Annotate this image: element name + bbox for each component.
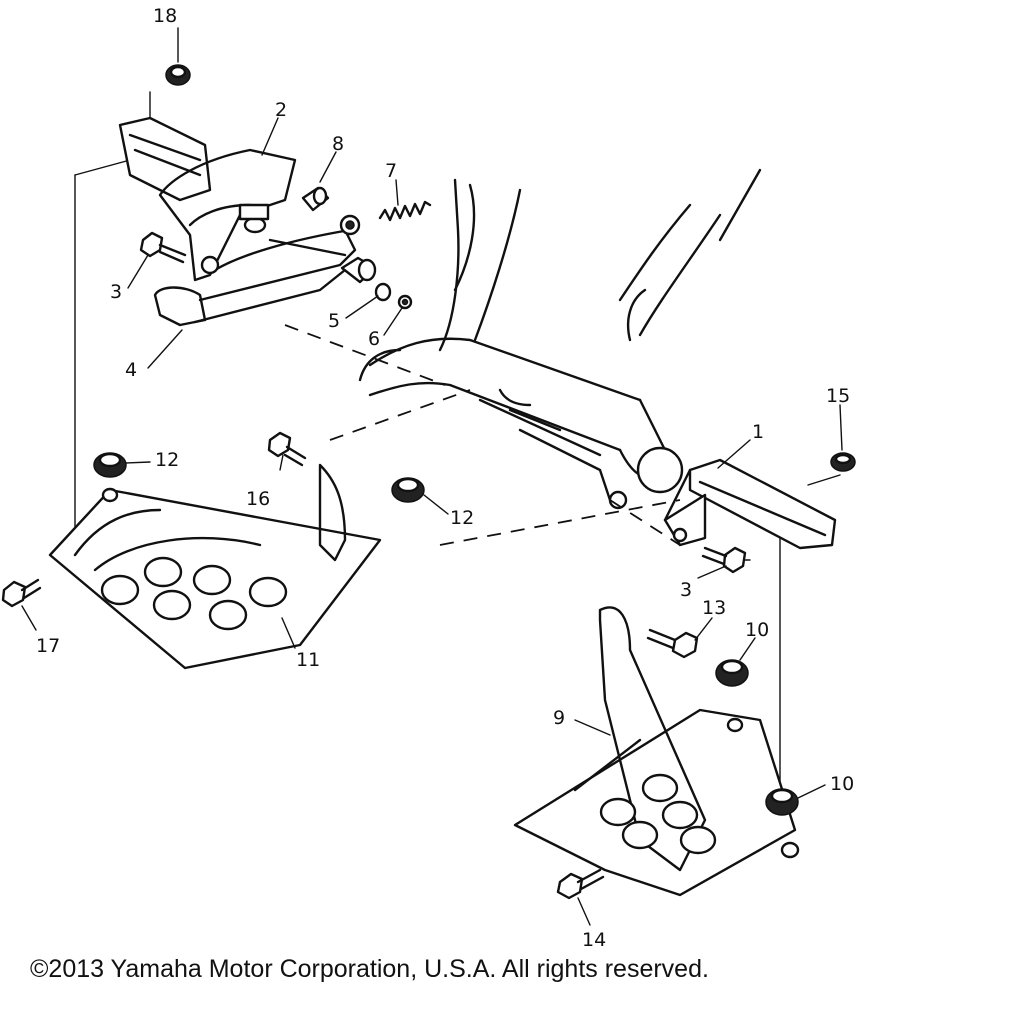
callout-1: 1 (752, 421, 764, 443)
collar-12-center (391, 477, 425, 503)
collar-10-lower (765, 788, 799, 816)
copyright-notice: ©2013 Yamaha Motor Corporation, U.S.A. A… (30, 955, 709, 983)
collar-8 (301, 186, 330, 212)
nut-15 (830, 452, 856, 472)
callout-3-lower: 3 (680, 579, 692, 601)
bolt-3-upper (139, 231, 187, 264)
callout-14: 14 (582, 929, 606, 951)
callout-16: 16 (246, 488, 270, 510)
callout-2: 2 (275, 99, 287, 121)
callout-10-upper: 10 (745, 619, 769, 641)
callout-15: 15 (826, 385, 850, 407)
callout-11: 11 (296, 649, 320, 671)
bolt-16 (267, 431, 307, 467)
callout-9: 9 (553, 707, 565, 729)
bolt-3-lower (701, 546, 747, 574)
bolt-13 (646, 628, 699, 659)
collar-10-upper (715, 659, 749, 687)
left-footrest-bracket (118, 116, 352, 282)
callout-8: 8 (332, 133, 344, 155)
bolt-14 (556, 868, 605, 900)
nut-18 (165, 64, 191, 86)
right-footrest (663, 458, 837, 550)
spring-7 (378, 200, 432, 222)
clip-6 (397, 294, 413, 310)
callout-7: 7 (385, 160, 397, 182)
brake-pedal (153, 214, 361, 327)
callout-12-left: 12 (155, 449, 179, 471)
callout-labels: 1 2 3 3 4 5 6 7 8 9 10 10 11 12 12 13 14… (36, 5, 854, 951)
right-guard-plate (513, 606, 800, 897)
frame-outline (358, 168, 762, 510)
left-guard-plate (48, 463, 382, 670)
callout-13: 13 (702, 597, 726, 619)
leader-lines (21, 27, 843, 926)
callout-18: 18 (153, 5, 177, 27)
bolt-17 (1, 578, 42, 608)
bushing-5 (340, 256, 392, 302)
collar-12-left (93, 452, 127, 478)
callout-3-upper: 3 (110, 281, 122, 303)
callout-12-center: 12 (450, 507, 474, 529)
callout-5: 5 (328, 310, 340, 332)
callout-17: 17 (36, 635, 60, 657)
callout-4: 4 (125, 359, 137, 381)
callout-6: 6 (368, 328, 380, 350)
callout-10-lower: 10 (830, 773, 854, 795)
